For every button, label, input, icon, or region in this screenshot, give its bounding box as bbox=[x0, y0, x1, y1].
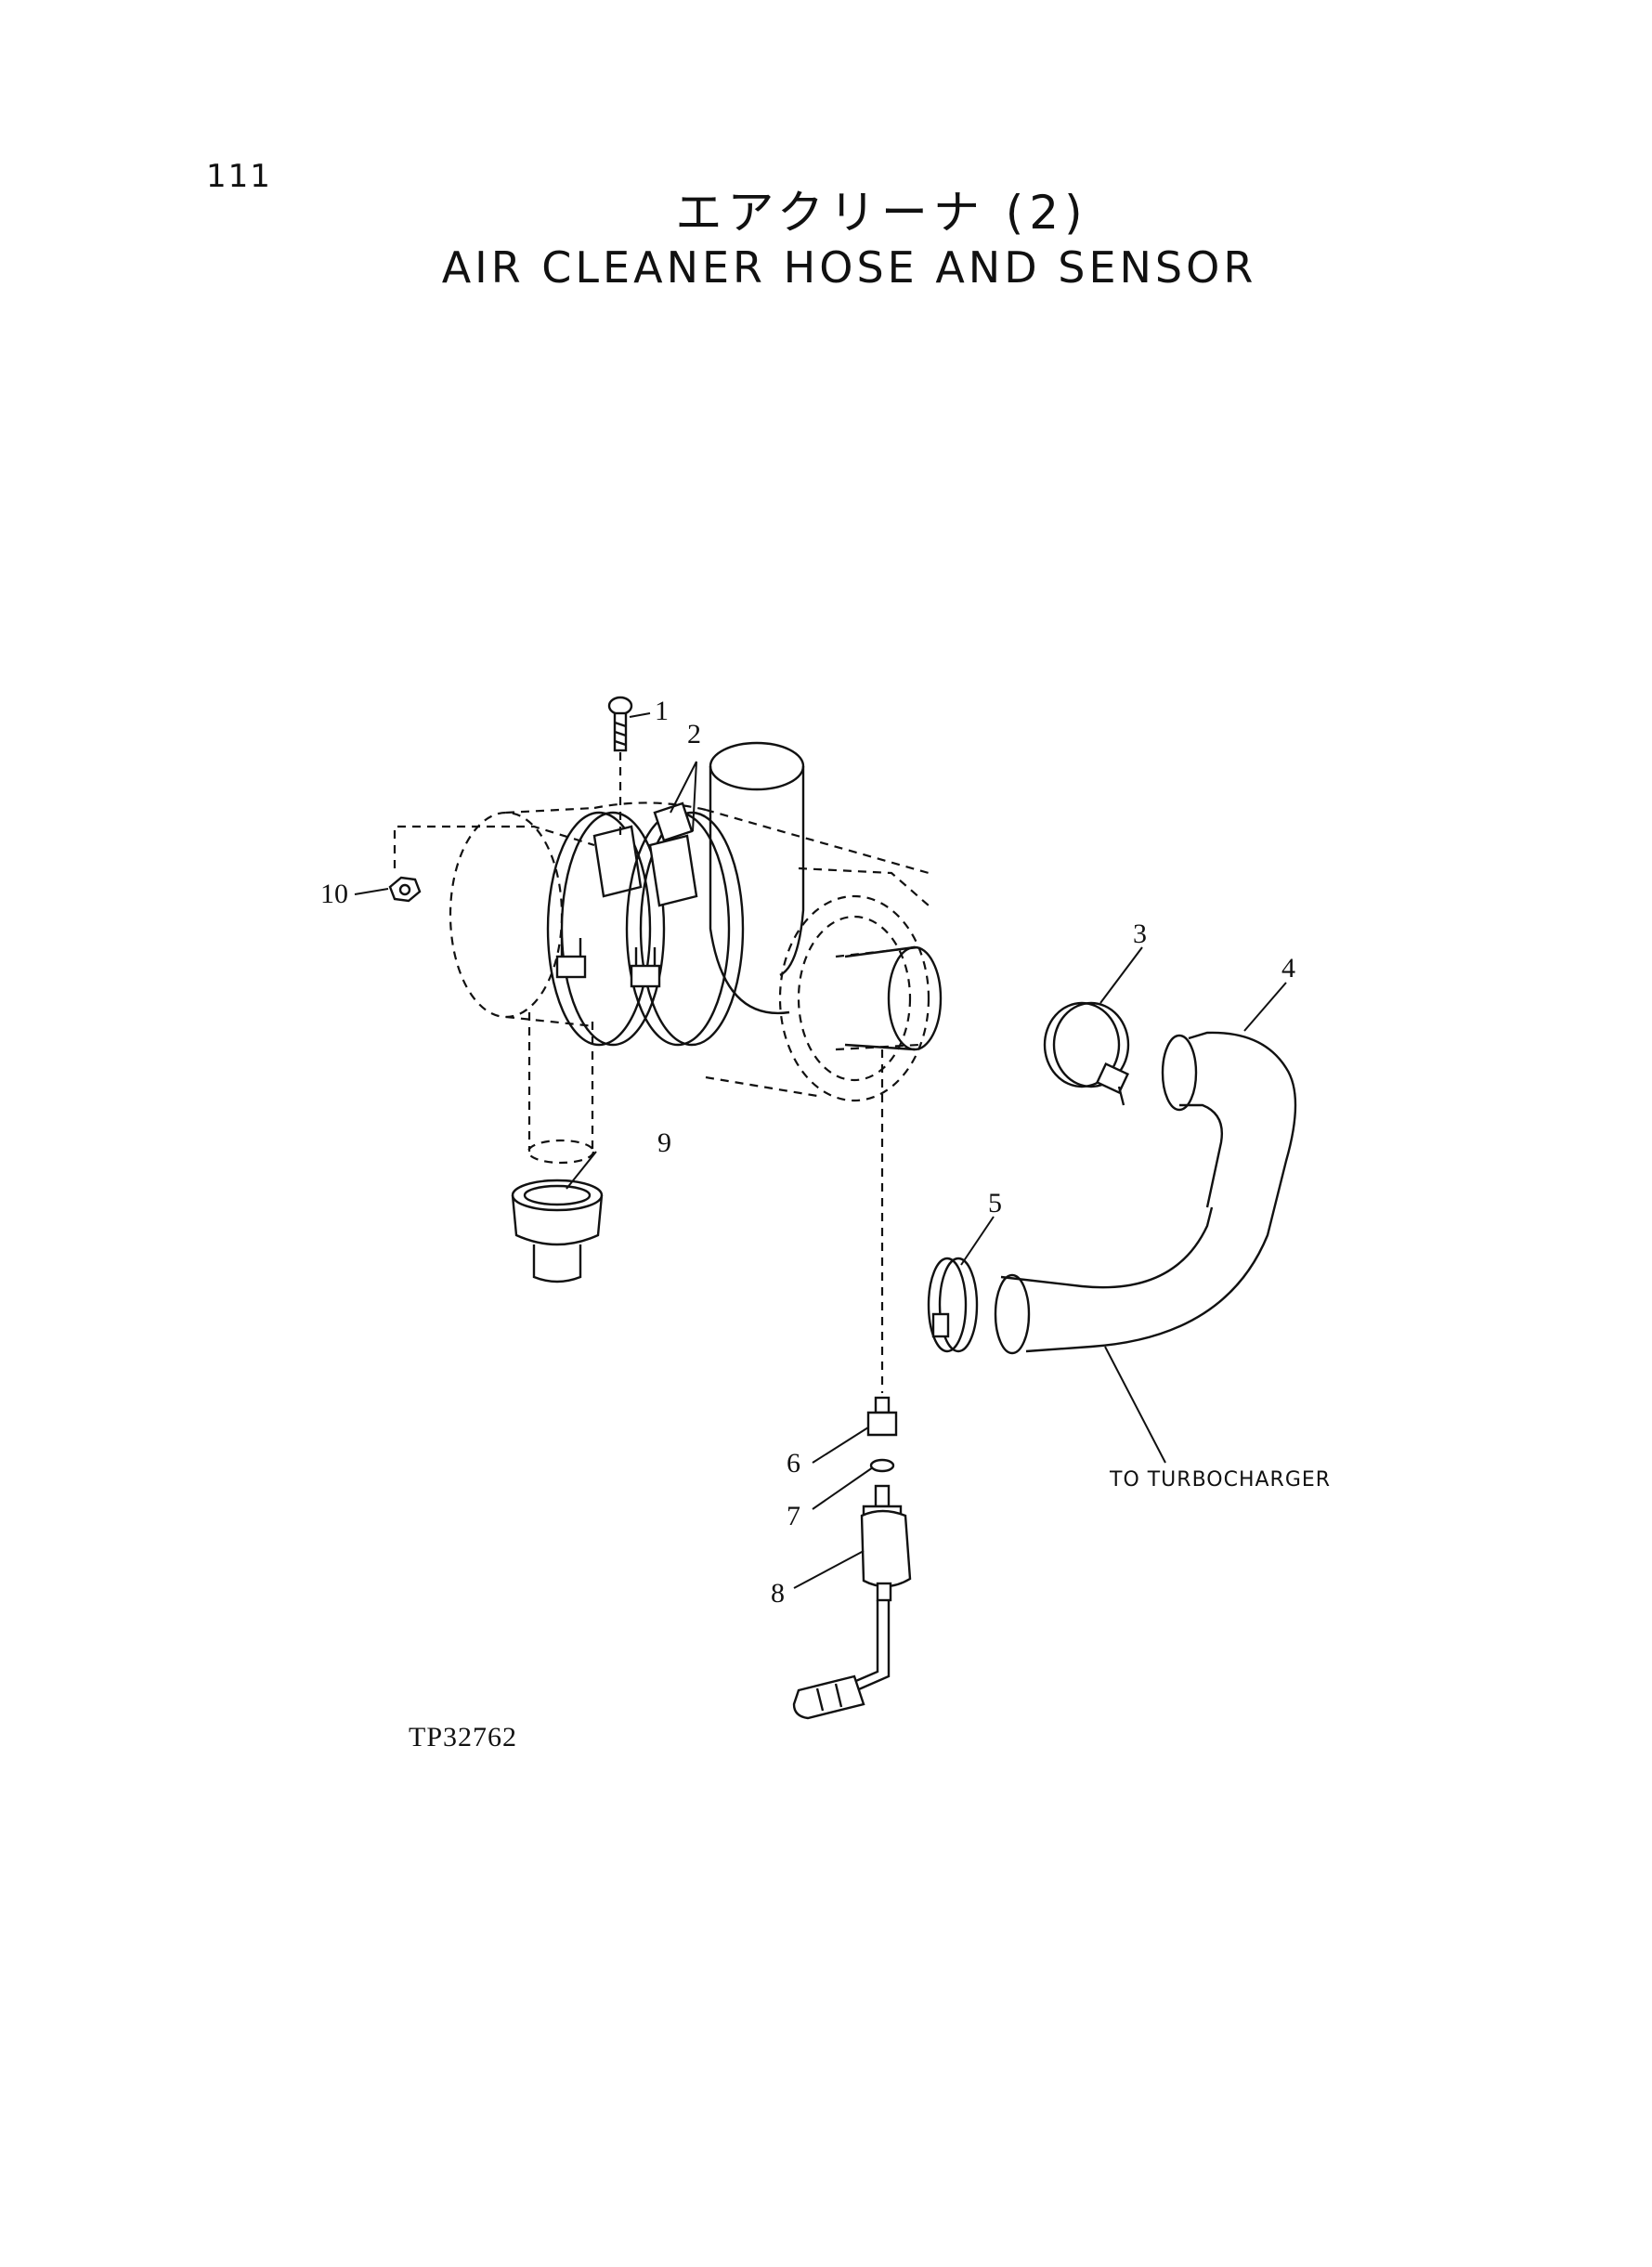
intake-hose bbox=[994, 1031, 1297, 1355]
callout-3: 3 bbox=[1133, 919, 1147, 949]
callout-4: 4 bbox=[1281, 953, 1295, 984]
page-title: エアクリーナ (2) AIR CLEANER HOSE AND SENSOR bbox=[0, 186, 1652, 295]
figure-reference-code: TP32762 bbox=[409, 1722, 517, 1752]
note-to-turbocharger: TO TURBOCHARGER bbox=[1109, 1468, 1331, 1492]
outlet-spigot bbox=[844, 945, 943, 1051]
callout-8: 8 bbox=[771, 1578, 785, 1609]
page-number: 111 bbox=[206, 158, 272, 195]
callout-1: 1 bbox=[655, 696, 669, 726]
band-clamp-right bbox=[625, 801, 745, 1047]
callout-10: 10 bbox=[320, 879, 348, 909]
restriction-sensor bbox=[792, 1484, 912, 1720]
callout-7: 7 bbox=[787, 1501, 800, 1531]
dust-valve bbox=[511, 1179, 604, 1283]
band-clamp-left bbox=[546, 811, 666, 1047]
callout-2: 2 bbox=[687, 719, 701, 749]
hose-clamp-lower bbox=[927, 1257, 979, 1353]
air-cleaner-housing bbox=[449, 801, 930, 1165]
title-japanese: エアクリーナ (2) bbox=[675, 186, 1088, 240]
hose-clamp-upper bbox=[1043, 1001, 1130, 1106]
title-english: AIR CLEANER HOSE AND SENSOR bbox=[441, 242, 1257, 293]
nut bbox=[388, 825, 595, 903]
leader-lines bbox=[354, 712, 1287, 1589]
o-ring bbox=[869, 1458, 895, 1473]
callout-9: 9 bbox=[657, 1127, 671, 1158]
adapter bbox=[866, 1396, 898, 1437]
bolt bbox=[607, 696, 633, 836]
callout-5: 5 bbox=[988, 1188, 1002, 1218]
callout-6: 6 bbox=[787, 1448, 800, 1479]
